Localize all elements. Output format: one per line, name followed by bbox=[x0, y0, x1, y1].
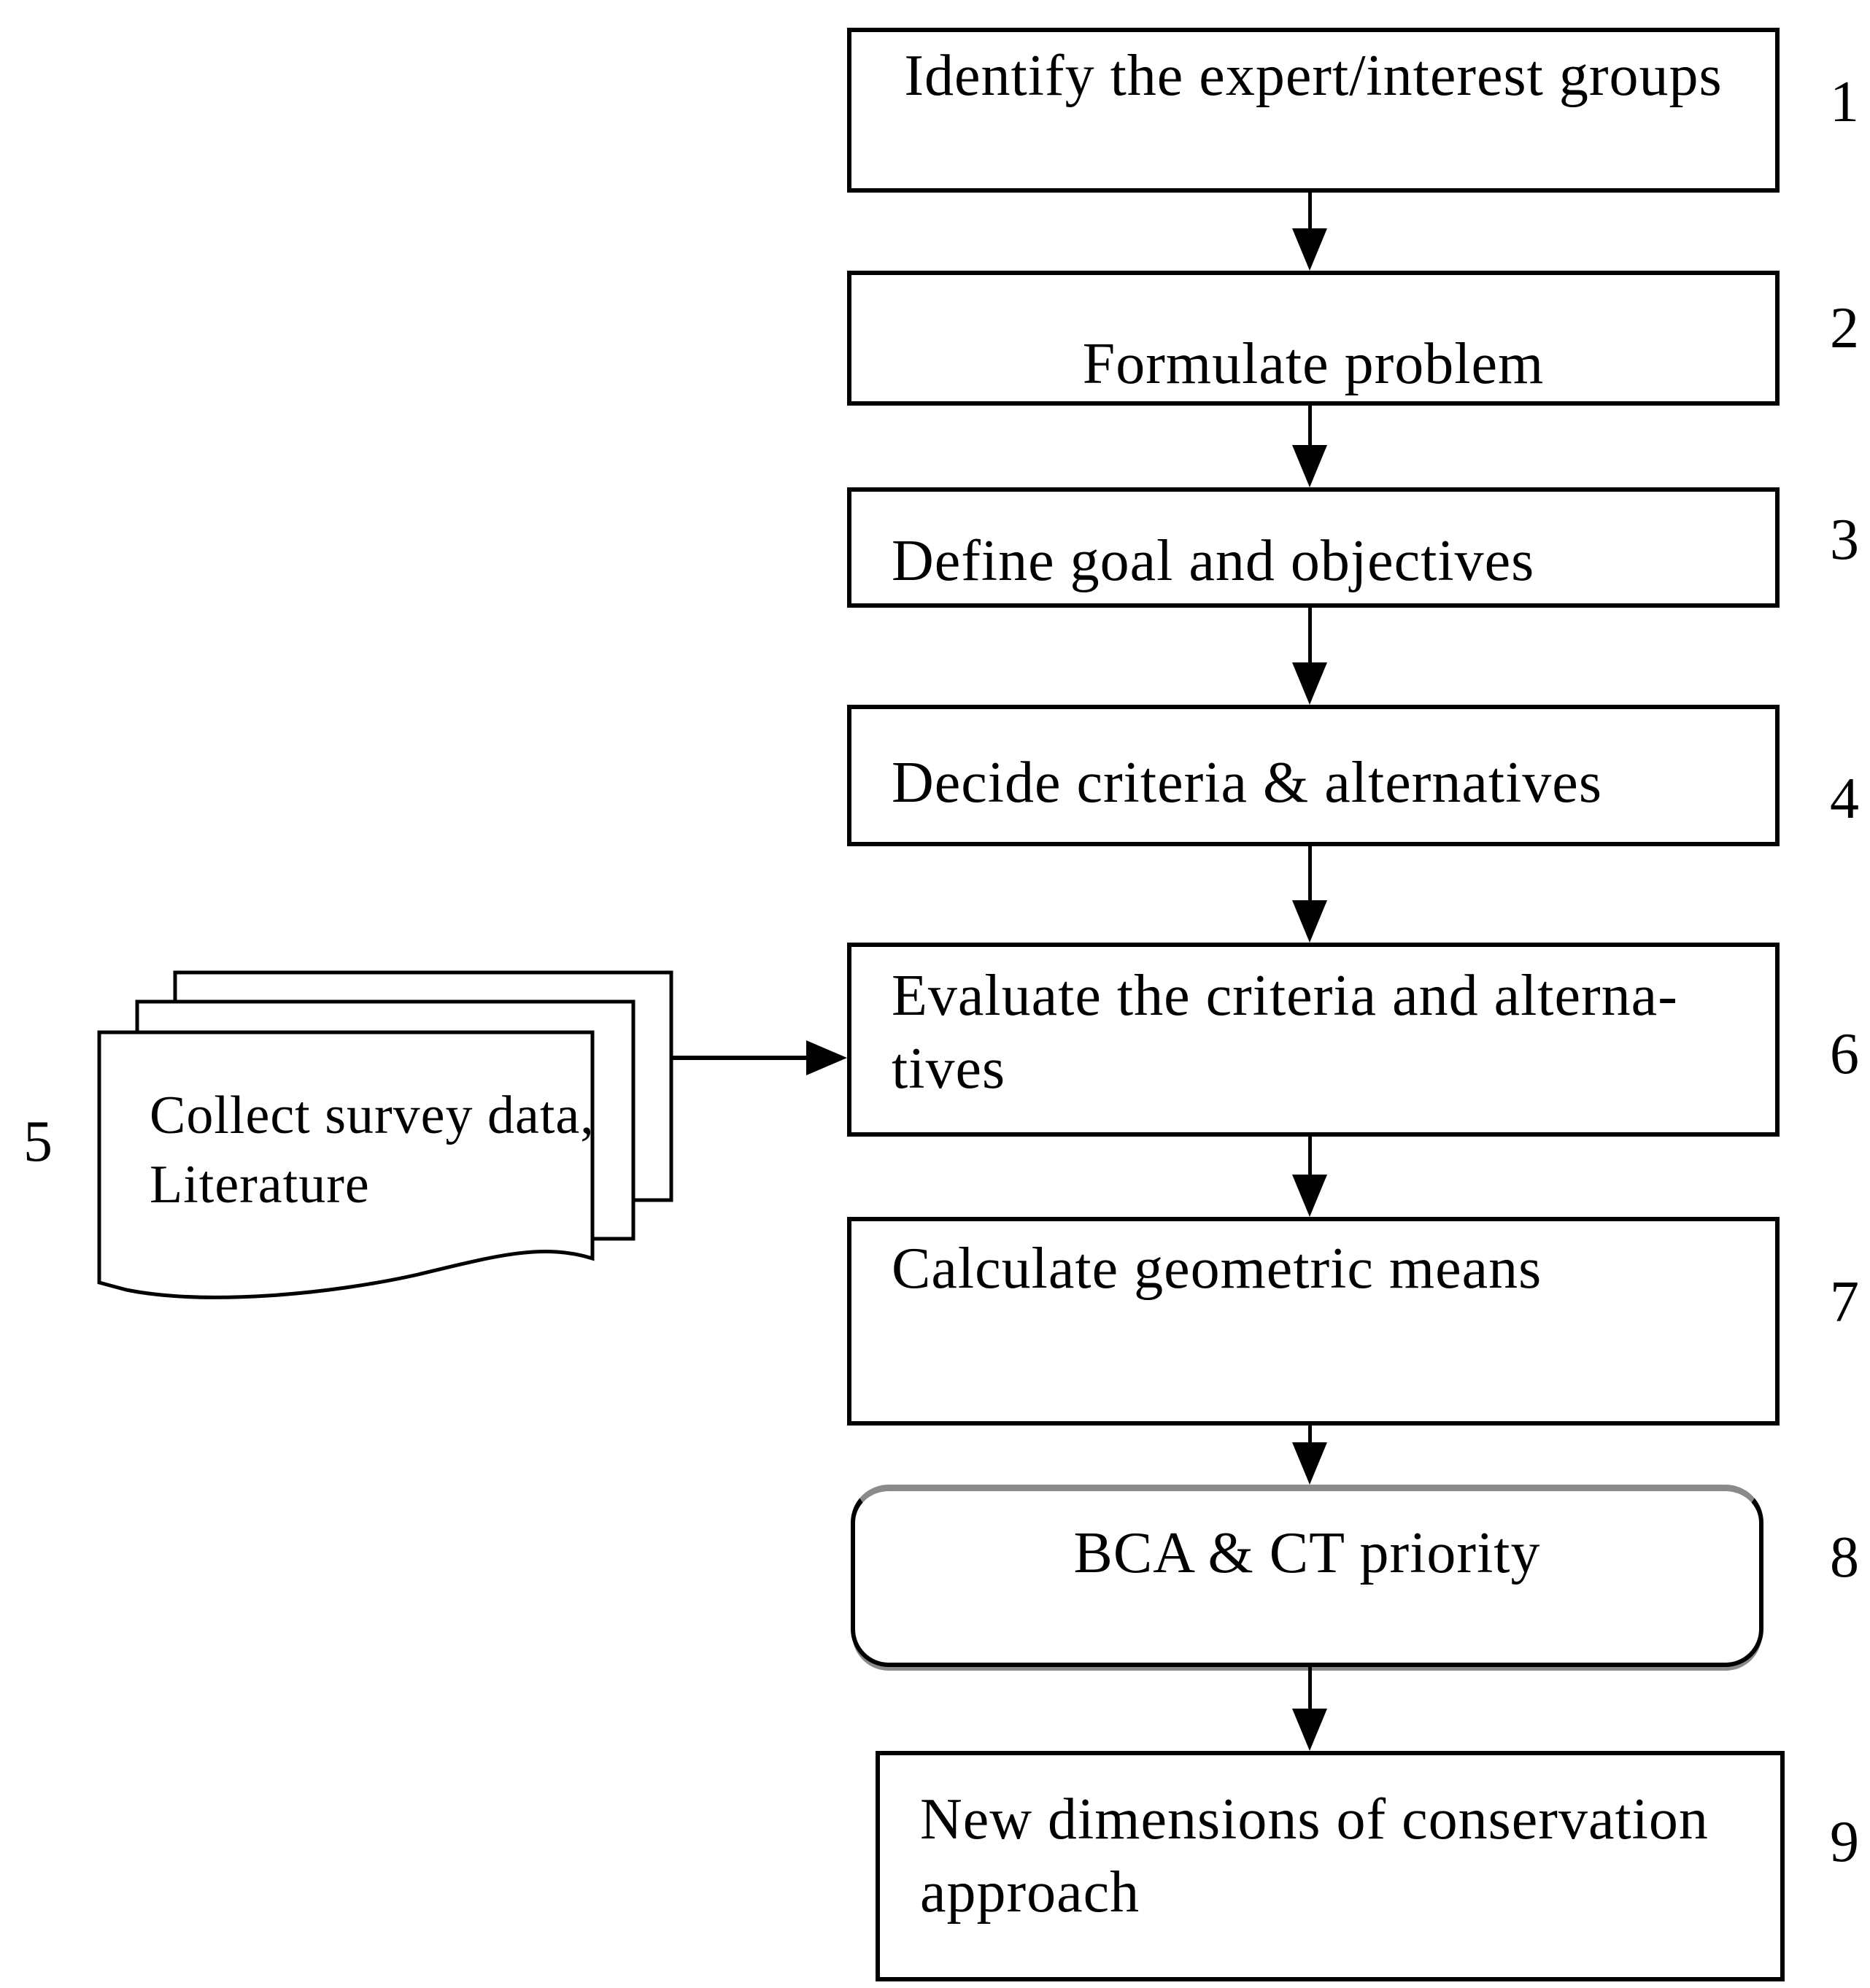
step-number-8: 8 bbox=[1830, 1525, 1859, 1590]
flow-step-5-line-2: Literature bbox=[150, 1155, 370, 1215]
arrow-step1-to-step2 bbox=[1292, 193, 1327, 271]
flow-step-8-line-1: BCA & CT priority bbox=[1073, 1521, 1541, 1585]
arrow-right-head-icon bbox=[806, 1040, 847, 1075]
arrow-step4-to-step6 bbox=[1292, 846, 1327, 943]
arrow-down-head-icon bbox=[1292, 228, 1327, 271]
flow-step-2-box: Formulate problem bbox=[847, 271, 1780, 406]
flow-step-7-line-1: Calculate geometric means bbox=[892, 1237, 1542, 1301]
arrow-stem bbox=[1308, 193, 1312, 234]
flow-step-1-label: Identify the expert/interest groups bbox=[851, 43, 1775, 109]
arrow-step8-to-step9 bbox=[1292, 1667, 1327, 1751]
flow-step-1-box: Identify the expert/interest groups bbox=[847, 28, 1780, 193]
arrow-down-head-icon bbox=[1292, 1442, 1327, 1485]
arrow-stem bbox=[671, 1056, 811, 1060]
flow-step-6-box: Evaluate the criteria and alterna- tives bbox=[847, 943, 1780, 1137]
flow-step-8-box: BCA & CT priority bbox=[851, 1485, 1763, 1667]
arrow-step5-to-step6 bbox=[671, 1040, 847, 1075]
document-page-front bbox=[97, 1030, 595, 1299]
flow-step-9-box: New dimensions of conservation approach bbox=[876, 1751, 1785, 1981]
step-number-4: 4 bbox=[1830, 767, 1859, 831]
arrow-down-head-icon bbox=[1292, 662, 1327, 705]
step-number-6: 6 bbox=[1830, 1022, 1859, 1086]
step-number-3: 3 bbox=[1830, 508, 1859, 572]
arrow-step6-to-step7 bbox=[1292, 1137, 1327, 1217]
flow-step-3-label: Define goal and objectives bbox=[892, 528, 1753, 594]
arrow-step7-to-step8 bbox=[1292, 1426, 1327, 1485]
arrow-stem bbox=[1308, 1426, 1312, 1448]
flow-step-3-box: Define goal and objectives bbox=[847, 487, 1780, 608]
flow-step-3-line-1: Define goal and objectives bbox=[892, 529, 1535, 593]
flow-step-4-box: Decide criteria & alternatives bbox=[847, 705, 1780, 846]
arrow-step2-to-step3 bbox=[1292, 406, 1327, 487]
arrow-down-head-icon bbox=[1292, 1709, 1327, 1751]
flow-step-8-label: BCA & CT priority bbox=[855, 1520, 1759, 1586]
step-number-5: 5 bbox=[23, 1110, 53, 1174]
arrow-stem bbox=[1308, 608, 1312, 668]
flow-step-6-line-1: Evaluate the criteria and alterna- bbox=[892, 964, 1678, 1028]
flow-step-4-line-1: Decide criteria & alternatives bbox=[892, 751, 1602, 815]
step-number-2: 2 bbox=[1830, 296, 1859, 360]
flow-step-5-line-1: Collect survey data, bbox=[150, 1086, 595, 1145]
flow-step-9-line-2: approach bbox=[920, 1860, 1140, 1925]
flow-step-2-label: Formulate problem bbox=[851, 331, 1775, 397]
flow-step-9-line-1: New dimensions of conservation bbox=[920, 1787, 1709, 1852]
arrow-step3-to-step4 bbox=[1292, 608, 1327, 705]
arrow-down-head-icon bbox=[1292, 1175, 1327, 1217]
flow-step-6-label: Evaluate the criteria and alterna- tives bbox=[892, 959, 1753, 1105]
flow-step-5-label: Collect survey data, Literature bbox=[150, 1081, 595, 1220]
arrow-stem bbox=[1308, 846, 1312, 906]
flow-step-9-label: New dimensions of conservation approach bbox=[920, 1783, 1758, 1929]
arrow-stem bbox=[1308, 1137, 1312, 1180]
step-number-9: 9 bbox=[1830, 1810, 1859, 1874]
step-number-1: 1 bbox=[1830, 70, 1859, 134]
arrow-stem bbox=[1308, 406, 1312, 451]
flow-step-7-label: Calculate geometric means bbox=[892, 1236, 1753, 1302]
flow-step-2-line-1: Formulate problem bbox=[1082, 332, 1545, 396]
multi-document-shape bbox=[97, 970, 673, 1299]
flow-step-6-line-2: tives bbox=[892, 1037, 1006, 1101]
flow-step-1-line-1: Identify the expert/interest groups bbox=[904, 44, 1723, 108]
flow-step-4-label: Decide criteria & alternatives bbox=[892, 750, 1753, 816]
arrow-stem bbox=[1308, 1667, 1312, 1714]
arrow-down-head-icon bbox=[1292, 900, 1327, 943]
step-number-7: 7 bbox=[1830, 1270, 1859, 1334]
arrow-down-head-icon bbox=[1292, 445, 1327, 487]
flow-step-7-box: Calculate geometric means bbox=[847, 1217, 1780, 1426]
